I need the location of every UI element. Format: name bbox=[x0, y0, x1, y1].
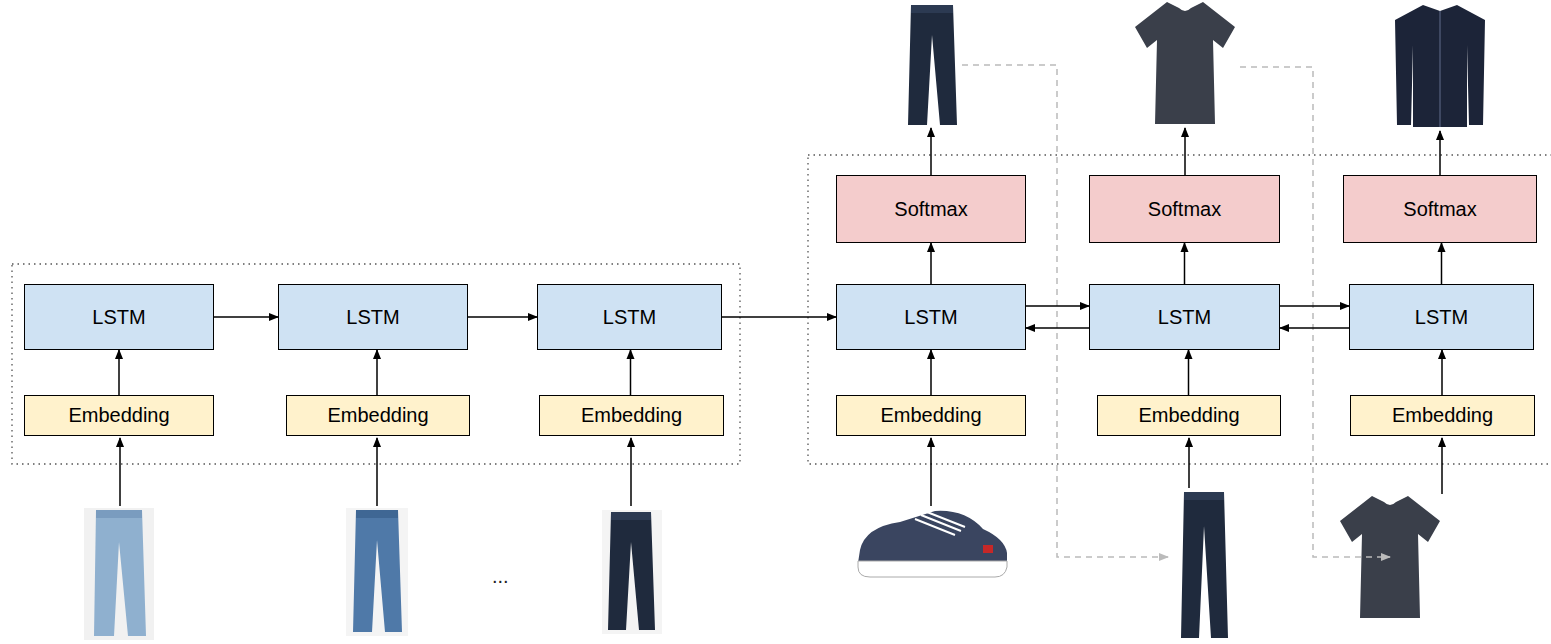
lstm-box: LSTM bbox=[24, 284, 214, 350]
box-label: Embedding bbox=[327, 404, 428, 427]
input-arrow bbox=[930, 438, 932, 506]
connector-arrow bbox=[1026, 327, 1089, 329]
embedding-box: Embedding bbox=[24, 395, 214, 436]
connector-arrow bbox=[930, 350, 932, 395]
connector-arrow bbox=[1441, 350, 1443, 395]
connector-arrow bbox=[722, 316, 836, 318]
box-label: Embedding bbox=[1138, 404, 1239, 427]
input-arrow bbox=[119, 438, 121, 506]
softmax-box: Softmax bbox=[836, 175, 1026, 243]
connector-arrow bbox=[468, 316, 537, 318]
jeans-image bbox=[908, 5, 957, 125]
connector-arrow bbox=[930, 243, 932, 284]
box-label: Softmax bbox=[1148, 198, 1221, 221]
connector-arrow bbox=[1026, 305, 1089, 307]
box-label: LSTM bbox=[603, 306, 656, 329]
connector-arrow bbox=[376, 350, 378, 395]
encoder-group bbox=[12, 264, 740, 464]
jeans-image bbox=[1181, 492, 1228, 638]
box-label: Embedding bbox=[581, 404, 682, 427]
box-label: LSTM bbox=[1415, 306, 1468, 329]
box-label: LSTM bbox=[346, 306, 399, 329]
jeans-image bbox=[84, 508, 154, 640]
input-arrow bbox=[1188, 438, 1190, 488]
embedding-box: Embedding bbox=[1097, 395, 1281, 436]
sneaker-image bbox=[858, 511, 1007, 577]
input-arrow bbox=[376, 438, 378, 506]
embedding-box: Embedding bbox=[836, 395, 1026, 436]
box-label: Softmax bbox=[1403, 198, 1476, 221]
connector-arrow bbox=[118, 350, 120, 395]
input-arrow bbox=[630, 438, 632, 506]
connector-arrow bbox=[630, 350, 632, 395]
output-arrow bbox=[930, 128, 932, 175]
input-arrow bbox=[1441, 438, 1443, 494]
embedding-box: Embedding bbox=[1350, 395, 1535, 436]
jeans-image bbox=[602, 510, 662, 634]
jacket-image bbox=[1395, 5, 1485, 127]
tshirt-image bbox=[1135, 2, 1235, 124]
softmax-box: Softmax bbox=[1089, 175, 1280, 243]
decoder-group bbox=[808, 155, 1551, 464]
lstm-box: LSTM bbox=[537, 284, 722, 350]
softmax-box: Softmax bbox=[1343, 175, 1537, 243]
connector-arrow bbox=[1184, 243, 1186, 284]
embedding-box: Embedding bbox=[286, 395, 470, 436]
box-label: Embedding bbox=[880, 404, 981, 427]
box-label: Softmax bbox=[894, 198, 967, 221]
connector-arrow bbox=[214, 316, 278, 318]
lstm-box: LSTM bbox=[836, 284, 1026, 350]
embedding-box: Embedding bbox=[539, 395, 724, 436]
box-label: Embedding bbox=[68, 404, 169, 427]
lstm-box: LSTM bbox=[278, 284, 468, 350]
output-arrow bbox=[1439, 131, 1441, 175]
box-label: LSTM bbox=[904, 306, 957, 329]
connector-arrow bbox=[1280, 305, 1349, 307]
output-arrow bbox=[1184, 128, 1186, 175]
connector-arrow bbox=[1280, 327, 1349, 329]
ellipsis-label: ... bbox=[492, 565, 509, 588]
box-label: LSTM bbox=[92, 306, 145, 329]
jeans-image bbox=[346, 508, 408, 636]
box-label: LSTM bbox=[1158, 306, 1211, 329]
box-label: Embedding bbox=[1392, 404, 1493, 427]
lstm-box: LSTM bbox=[1089, 284, 1280, 350]
lstm-box: LSTM bbox=[1349, 284, 1534, 350]
connector-arrow bbox=[1441, 243, 1443, 284]
connector-arrow bbox=[1188, 350, 1190, 395]
